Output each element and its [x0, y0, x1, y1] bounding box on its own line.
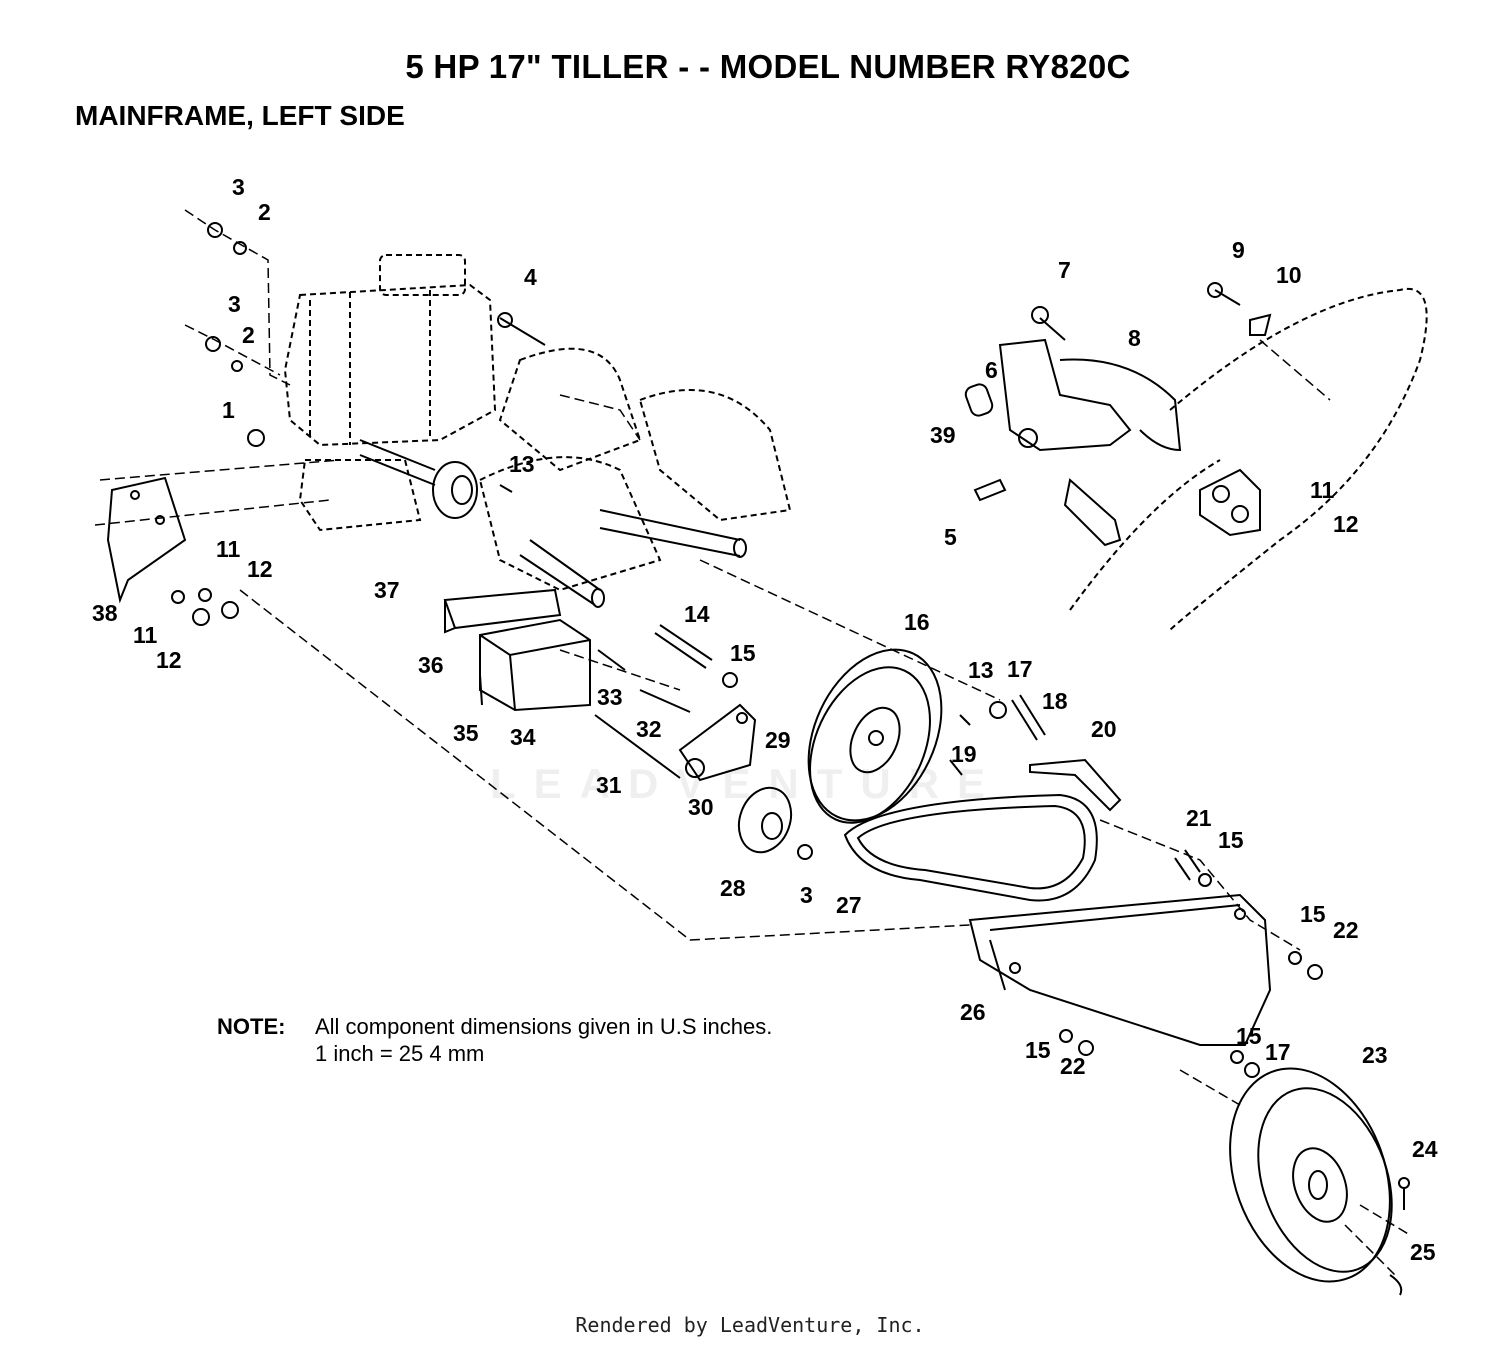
callout-32: 32 [636, 716, 662, 742]
callout-39: 39 [930, 422, 956, 448]
note-line-2: 1 inch = 25 4 mm [315, 1041, 485, 1066]
callout-33: 33 [597, 684, 623, 710]
idler-pulley-28 [737, 786, 793, 854]
callout-13: 13 [509, 451, 535, 477]
callout-17: 17 [1265, 1039, 1291, 1065]
dimensions-note: NOTE: All component dimensions given in U… [217, 1013, 772, 1067]
callout-15: 15 [730, 640, 756, 666]
clutch-link-assembly [998, 338, 1182, 547]
bracket-box-34 [479, 618, 591, 712]
engine-outline [283, 254, 497, 532]
callout-8: 8 [1128, 325, 1141, 351]
callout-30: 30 [688, 794, 714, 820]
callout-3: 3 [800, 882, 813, 908]
support-bracket-36 [443, 588, 562, 634]
bracket-11-12 [1199, 468, 1261, 537]
callout-29: 29 [765, 727, 791, 753]
callout-3: 3 [232, 174, 245, 200]
hardware-fasteners [171, 222, 1410, 1296]
callout-7: 7 [1058, 257, 1071, 283]
bolt-32 [639, 689, 691, 713]
callout-31: 31 [596, 772, 622, 798]
callout-12: 12 [247, 556, 273, 582]
callout-15: 15 [1300, 901, 1326, 927]
callout-2: 2 [258, 199, 271, 225]
footer-credit: Rendered by LeadVenture, Inc. [575, 1313, 925, 1337]
callout-9: 9 [1232, 237, 1245, 263]
callout-28: 28 [720, 875, 746, 901]
callout-22: 22 [1333, 917, 1359, 943]
callout-26: 26 [960, 999, 986, 1025]
callout-14: 14 [684, 601, 710, 627]
transmission-housing [478, 347, 792, 592]
idler-arm [678, 703, 757, 782]
shaft-tube [519, 539, 605, 608]
callout-19: 19 [951, 741, 977, 767]
pin-14 [654, 624, 713, 669]
tine-shield-outline [1069, 287, 1428, 631]
callout-24: 24 [1412, 1136, 1438, 1162]
callout-34: 34 [510, 724, 536, 750]
callout-11: 11 [1310, 477, 1335, 503]
callout-18: 18 [1042, 688, 1068, 714]
callout-4: 4 [524, 264, 537, 290]
bolt-31 [594, 714, 681, 779]
drive-belt-27 [843, 793, 1098, 902]
callout-16: 16 [904, 609, 930, 635]
callout-3: 3 [228, 291, 241, 317]
tine-axle [599, 509, 747, 558]
note-label: NOTE: [217, 1014, 286, 1039]
callout-15: 15 [1218, 827, 1244, 853]
callout-37: 37 [374, 577, 400, 603]
callout-13: 13 [968, 657, 994, 683]
callout-20: 20 [1091, 716, 1117, 742]
belt-guard-26 [968, 893, 1272, 1046]
callout-11: 11 [216, 536, 241, 562]
callout-labels: 1 2 2 3 3 3 4 5 6 7 8 9 10 11 11 11 12 1… [92, 174, 1438, 1265]
callout-23: 23 [1362, 1042, 1388, 1068]
callout-35: 35 [453, 720, 479, 746]
callout-15: 15 [1236, 1023, 1262, 1049]
callout-27: 27 [836, 892, 862, 918]
callout-17: 17 [1007, 656, 1033, 682]
diagram-subtitle: MAINFRAME, LEFT SIDE [75, 100, 405, 131]
callout-12: 12 [156, 647, 182, 673]
callout-25: 25 [1410, 1239, 1436, 1265]
note-line-1: All component dimensions given in U.S in… [315, 1014, 773, 1039]
callout-36: 36 [418, 652, 444, 678]
callout-2: 2 [242, 322, 255, 348]
callout-1: 1 [222, 397, 235, 423]
callout-38: 38 [92, 600, 118, 626]
callout-12: 12 [1333, 511, 1359, 537]
callout-15: 15 [1025, 1037, 1051, 1063]
callout-21: 21 [1186, 805, 1212, 831]
bracket-20 [1029, 758, 1122, 812]
callout-22: 22 [1060, 1053, 1086, 1079]
diagram-title: 5 HP 17" TILLER - - MODEL NUMBER RY820C [405, 48, 1131, 85]
assembly-center-lines [94, 209, 1411, 1276]
callout-10: 10 [1276, 262, 1302, 288]
engine-shaft [359, 439, 478, 519]
pulley-16 [807, 648, 943, 824]
frame-bracket-38 [106, 476, 187, 604]
wheel-23 [1229, 1067, 1393, 1283]
callout-5: 5 [944, 524, 957, 550]
callout-6: 6 [985, 357, 998, 383]
callout-11: 11 [133, 622, 158, 648]
